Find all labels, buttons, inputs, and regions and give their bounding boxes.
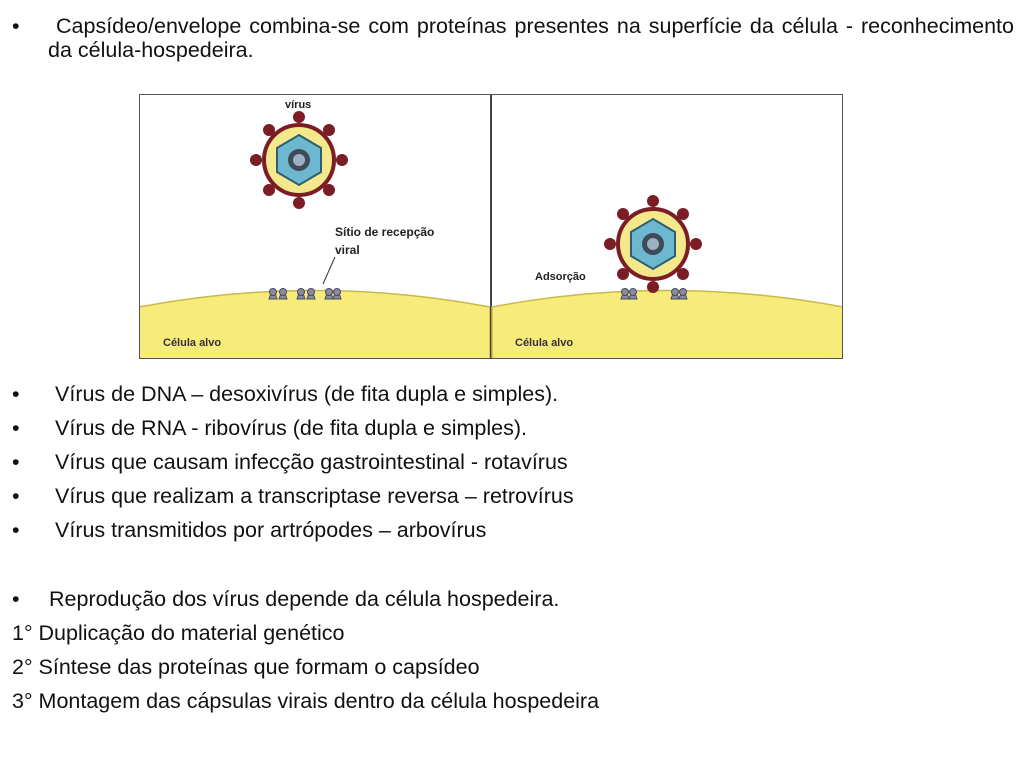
step-item: 2° Síntese das proteínas que formam o ca… [12,655,480,679]
bullet-marker: • [12,416,20,440]
receptor-group [620,288,688,300]
receptor-label-line2: viral [335,243,360,257]
panel-divider [490,94,492,359]
receptor-pointer [322,256,336,285]
adsorption-label: Adsorção [535,271,586,283]
target-cell [138,289,491,360]
virus-particle [250,111,348,209]
cell-label-left: Célula alvo [163,337,221,349]
bullet-marker: • [12,14,20,38]
figure-illustration: vírus Sítio de recepção viral Célula alv… [138,94,844,360]
list-item-label: Vírus de RNA - ribovírus (de fita dupla … [55,416,527,440]
intro-bullet: • Capsídeo/envelope combina-se com prote… [12,14,1014,62]
step-item: 3° Montagem das cápsulas virais dentro d… [12,689,600,713]
step-item: 1° Duplicação do material genético [12,621,345,645]
reproduction-heading: Reprodução dos vírus depende da célula h… [49,587,560,611]
bullet-marker: • [12,518,20,542]
virus-adsorption-figure: vírus Sítio de recepção viral Célula alv… [138,94,844,360]
virus-label: vírus [285,99,311,111]
intro-text-content: Capsídeo/envelope combina-se com proteín… [48,14,1014,62]
bullet-marker: • [12,382,20,406]
list-item-label: Vírus que causam infecção gastrointestin… [55,450,568,474]
bullet-marker: • [12,484,20,508]
virus-particle [604,195,702,293]
bullet-marker: • [12,587,20,611]
receptor-group [268,288,342,300]
figure-border [139,94,843,359]
receptor-label-line1: Sítio de recepção [335,225,434,239]
right-panel: Adsorção Célula alvo [491,94,844,360]
reproduction-steps: 1° Duplicação do material genético 2° Sí… [12,616,599,718]
list-item-label: Vírus de DNA – desoxivírus (de fita dupl… [55,382,559,406]
list-item-label: Vírus que realizam a transcriptase rever… [55,484,574,508]
intro-text: Capsídeo/envelope combina-se com proteín… [48,14,1014,62]
bullet-marker: • [12,450,20,474]
cell-label-right: Célula alvo [515,337,573,349]
left-panel: vírus Sítio de recepção viral Célula alv… [138,94,491,360]
list-item-label: Vírus transmitidos por artrópodes – arbo… [55,518,487,542]
